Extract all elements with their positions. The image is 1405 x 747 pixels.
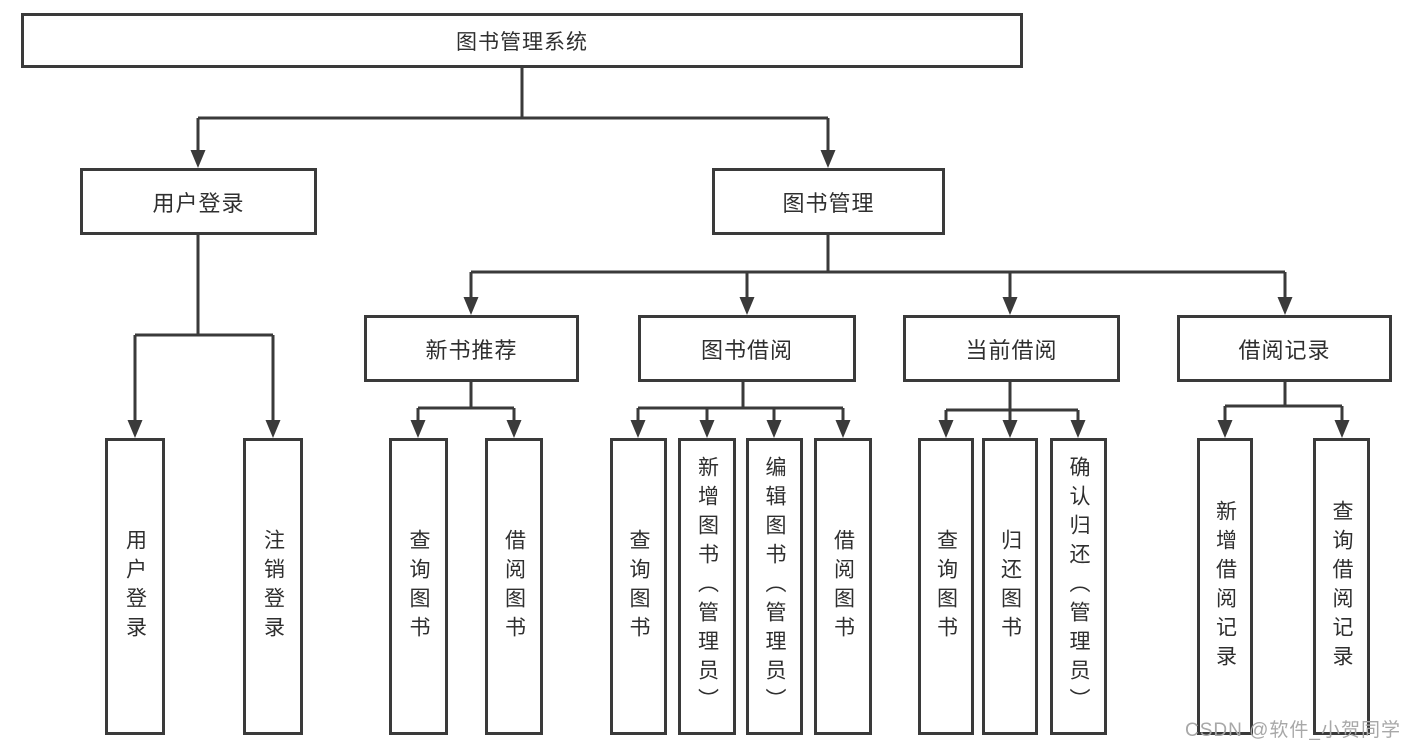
leaf-label: 借阅图书 <box>502 528 526 645</box>
node-label: 图书管理系统 <box>456 30 588 54</box>
leaf-label: 新增借阅记录 <box>1213 499 1237 674</box>
node-user-login: 用户登录 <box>80 168 317 235</box>
leaf-user-login: 用户登录 <box>105 438 165 735</box>
node-label: 图书借阅 <box>700 337 793 363</box>
leaf-edit-books-admin: 编辑图书（管理员） <box>746 438 803 735</box>
leaf-borrow-books: 借阅图书 <box>814 438 872 735</box>
node-book-borrowing: 图书借阅 <box>638 315 856 382</box>
leaf-query-books-current: 查询图书 <box>918 438 974 735</box>
node-label: 借阅记录 <box>1238 337 1331 363</box>
node-label: 当前借阅 <box>965 337 1058 363</box>
leaf-query-books-borrowing: 查询图书 <box>610 438 667 735</box>
leaf-label: 确认归还（管理员） <box>1067 456 1090 717</box>
leaf-query-books-recommend: 查询图书 <box>389 438 448 735</box>
leaf-label: 查询图书 <box>627 528 650 645</box>
leaf-add-books-admin: 新增图书（管理员） <box>678 438 736 735</box>
leaf-label: 查询图书 <box>934 528 958 645</box>
node-book-management: 图书管理 <box>712 168 945 235</box>
leaf-label: 归还图书 <box>998 528 1022 645</box>
node-library-system: 图书管理系统 <box>21 13 1023 68</box>
leaf-borrow-books-recommend: 借阅图书 <box>485 438 543 735</box>
leaf-label: 用户登录 <box>123 528 147 645</box>
node-new-book-recommend: 新书推荐 <box>364 315 579 382</box>
watermark-text: CSDN @软件_小贺同学 <box>1185 720 1401 741</box>
node-borrow-records: 借阅记录 <box>1177 315 1392 382</box>
leaf-label: 注销登录 <box>261 528 285 645</box>
leaf-confirm-return-admin: 确认归还（管理员） <box>1050 438 1107 735</box>
leaf-return-books: 归还图书 <box>982 438 1038 735</box>
leaf-label: 新增图书（管理员） <box>695 456 719 717</box>
node-label: 用户登录 <box>152 190 245 216</box>
node-label: 新书推荐 <box>425 337 518 363</box>
node-label: 图书管理 <box>782 190 875 216</box>
leaf-label: 借阅图书 <box>831 528 855 645</box>
leaf-add-borrow-record: 新增借阅记录 <box>1197 438 1253 735</box>
leaf-query-borrow-record: 查询借阅记录 <box>1313 438 1370 735</box>
leaf-label: 编辑图书（管理员） <box>763 456 786 717</box>
leaf-logout: 注销登录 <box>243 438 303 735</box>
node-current-borrowing: 当前借阅 <box>903 315 1120 382</box>
leaf-label: 查询借阅记录 <box>1330 499 1353 674</box>
leaf-label: 查询图书 <box>407 528 430 645</box>
